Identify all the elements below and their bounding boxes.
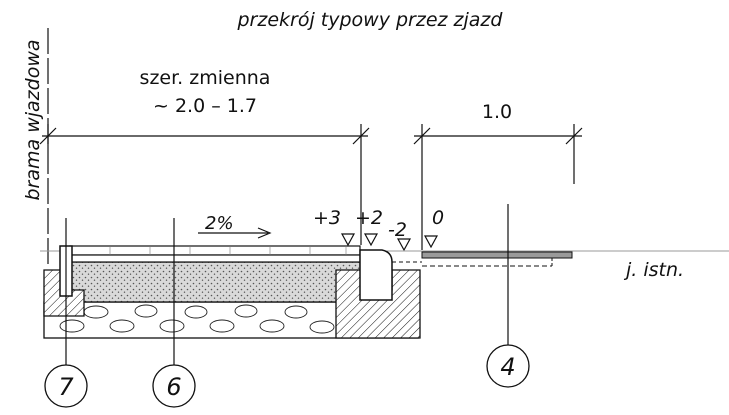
width-dimension-line xyxy=(39,124,370,245)
gravel-base-layer xyxy=(69,261,361,303)
elevation-triangle-minus2 xyxy=(396,238,412,252)
right-curb xyxy=(359,249,393,301)
existing-pavement xyxy=(392,251,573,267)
elevation-triangles xyxy=(340,233,439,252)
elevation-triangle-zero xyxy=(423,235,439,249)
elevation-triangle-plus3 xyxy=(340,233,356,247)
right-dimension-label: 1.0 xyxy=(482,101,512,123)
right-dimension-line xyxy=(413,124,583,250)
elevation-label-plus3: +3 xyxy=(313,207,341,229)
callout-7: 7 xyxy=(44,364,88,408)
drawing-title: przekrój typowy przez zjazd xyxy=(237,9,504,31)
width-label-line2: ~ 2.0 – 1.7 xyxy=(153,95,257,117)
callout-6: 6 xyxy=(152,364,196,408)
callout-6-number: 6 xyxy=(166,373,181,401)
slope-arrow xyxy=(198,227,272,239)
slope-label: 2% xyxy=(205,213,234,234)
callout-4-number: 4 xyxy=(500,353,515,381)
gate-label: brama wjazdowa xyxy=(22,39,44,200)
pavement-layers xyxy=(69,245,361,263)
callout-7-number: 7 xyxy=(58,373,74,401)
elevation-label-minus2: -2 xyxy=(388,219,407,241)
callout-4: 4 xyxy=(486,344,530,388)
elevation-label-zero: 0 xyxy=(432,207,444,229)
width-label-line1: szer. zmienna xyxy=(140,67,271,89)
right-curb-footing xyxy=(335,249,421,339)
existing-ground-label: j. istn. xyxy=(623,259,684,281)
elevation-triangle-plus2 xyxy=(363,233,379,247)
callout-leaders xyxy=(65,204,509,368)
elevation-label-plus2: +2 xyxy=(355,207,383,229)
